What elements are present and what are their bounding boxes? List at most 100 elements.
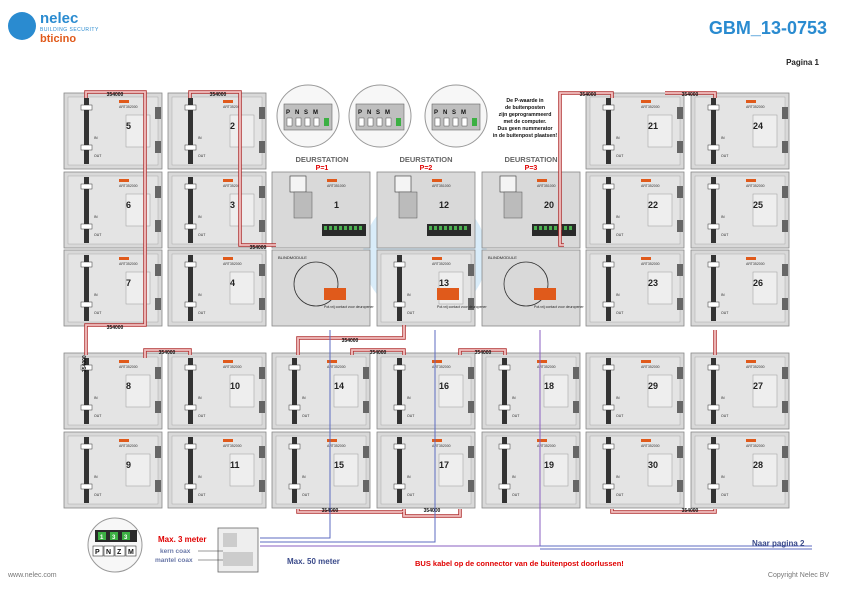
brand-mark	[641, 179, 651, 182]
cable-label: 354000	[159, 350, 176, 356]
dip-switch	[295, 117, 302, 127]
bus-terminal	[188, 177, 193, 243]
dip-switch	[452, 117, 459, 127]
bus-terminal	[711, 358, 716, 424]
brand-mark	[327, 439, 337, 442]
cable-label: 354000	[580, 92, 597, 98]
port-in-label: IN	[94, 136, 98, 140]
module-clip	[259, 401, 265, 413]
module-art-label: ART352000	[432, 365, 451, 369]
module-clip	[155, 367, 161, 379]
module-clip	[677, 107, 683, 119]
bus-cable-core	[403, 509, 461, 517]
module-art-label: ART352000	[746, 105, 765, 109]
port-out-label: OUT	[94, 493, 102, 497]
bus-terminal	[188, 437, 193, 503]
module-number: 9	[126, 460, 131, 470]
bus-note: BUS kabel op de connector van de buitenp…	[415, 559, 624, 568]
terminal-block	[184, 223, 197, 230]
terminal-block	[80, 144, 93, 151]
module-art-label: ART352000	[223, 365, 242, 369]
terminal-led	[549, 226, 552, 230]
port-in-label: IN	[94, 293, 98, 297]
port-out-label: OUT	[198, 311, 206, 315]
module-clip	[468, 480, 474, 492]
module-number: 5	[126, 121, 131, 131]
connector-num: 1	[100, 535, 104, 541]
brand-mark	[746, 360, 756, 363]
module-clip	[155, 186, 161, 198]
terminal-block	[707, 104, 720, 111]
dip-label: S	[376, 110, 380, 116]
module-clip	[677, 480, 683, 492]
terminal-block	[602, 104, 615, 111]
terminal-block	[184, 443, 197, 450]
module-number: 26	[753, 278, 763, 288]
terminal-block	[288, 443, 301, 450]
brand-mark	[119, 100, 129, 103]
port-in-label: IN	[616, 136, 620, 140]
station-box	[289, 175, 307, 193]
terminal-block	[80, 364, 93, 371]
station-p-value: P=3	[525, 165, 538, 172]
terminal-block	[184, 483, 197, 490]
bus-cable-core	[189, 91, 276, 246]
name-window	[229, 374, 255, 408]
module-clip	[782, 107, 788, 119]
module-number: 13	[439, 278, 449, 288]
module-clip	[782, 141, 788, 153]
dip-switch	[461, 117, 468, 127]
terminal-block	[602, 301, 615, 308]
module-clip	[782, 186, 788, 198]
note-line: zijn geprogrammeerd	[499, 112, 552, 118]
dip-label: S	[452, 110, 456, 116]
station-title: DEURSTATION	[295, 155, 348, 164]
name-window	[752, 114, 778, 148]
terminal-block	[602, 443, 615, 450]
module-clip	[259, 298, 265, 310]
port-out-label: OUT	[198, 154, 206, 158]
terminal-led	[454, 226, 457, 230]
dip-switch-on	[324, 118, 329, 126]
brand-mark	[641, 360, 651, 363]
module-art-label: ART352000	[746, 444, 765, 448]
dip-label: M	[385, 110, 390, 116]
dip-label: S	[304, 110, 308, 116]
port-in-label: IN	[512, 396, 516, 400]
module-clip	[468, 298, 474, 310]
cable-label: 354000	[82, 355, 88, 372]
terminal-led	[464, 226, 467, 230]
bus-cable-core	[297, 325, 405, 355]
module-clip	[677, 186, 683, 198]
module-art-label: ART352000	[432, 444, 451, 448]
terminal-block	[184, 104, 197, 111]
cable-label: 354000	[107, 325, 124, 331]
port-out-label: OUT	[198, 493, 206, 497]
module-clip	[573, 446, 579, 458]
bus-cable-core	[559, 92, 564, 246]
terminal-block	[498, 404, 511, 411]
note-line: met de computer.	[504, 119, 548, 125]
cable-label: 354000	[210, 92, 227, 98]
bus-terminal	[292, 358, 297, 424]
terminal-block	[393, 364, 406, 371]
terminal-block	[602, 261, 615, 268]
module-art-label: ART352000	[223, 444, 242, 448]
module-art-label: ART352000	[641, 262, 660, 266]
module-clip	[155, 480, 161, 492]
station-p-value: P=1	[316, 165, 329, 172]
terminal-block	[707, 364, 720, 371]
module-number: 17	[439, 460, 449, 470]
bus-cable-core	[144, 349, 191, 358]
dip-label: N	[443, 110, 447, 116]
module-clip	[782, 220, 788, 232]
module-number: 11	[230, 460, 240, 470]
module-clip	[259, 220, 265, 232]
station-panel	[376, 171, 476, 249]
terminal-block	[393, 261, 406, 268]
terminal-block	[393, 483, 406, 490]
page-number: Pagina 1	[786, 58, 819, 67]
cable-label: 354000	[370, 350, 387, 356]
bus-terminal	[397, 255, 402, 321]
port-out-label: OUT	[94, 414, 102, 418]
